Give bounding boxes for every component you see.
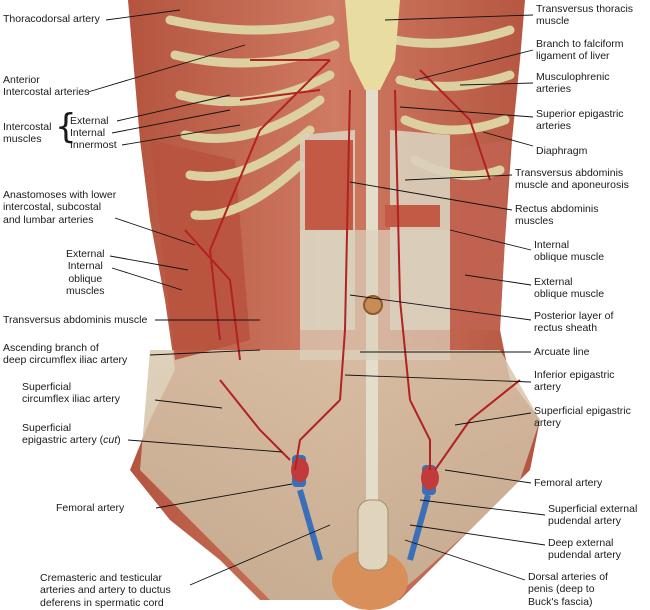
label-intercostal-muscles: Intercostal muscles: [3, 121, 52, 146]
label-rectus-abdominis: Rectus abdominis muscles: [515, 203, 599, 228]
label-musculophrenic: Musculophrenic arteries: [536, 71, 610, 96]
label-anastomoses: Anastomoses with lower intercostal, subc…: [3, 189, 117, 226]
left-oblique: [150, 140, 250, 360]
label-dorsal-arteries-penis: Dorsal arteries of penis (deep to Buck's…: [528, 571, 608, 608]
label-internal-oblique: Internal oblique muscle: [534, 239, 605, 264]
femoral-left-red: [291, 458, 309, 482]
spermatic-cord-left: [297, 489, 323, 561]
leader-lines: [87, 9, 546, 586]
label-inferior-epigastric: Inferior epigastric artery: [534, 369, 615, 394]
label-transversus-aponeurosis: Transversus abdominis muscle and aponeur…: [515, 167, 629, 192]
label-arcuate-line: Arcuate line: [534, 346, 590, 358]
ribs: [165, 15, 515, 220]
aponeurosis: [300, 230, 450, 360]
arteries: [184, 59, 521, 471]
label-superficial-circumflex: Superficial circumflex iliac artery: [22, 381, 121, 406]
label-diaphragm: Diaphragm: [536, 145, 588, 157]
label-oblique-muscles: External Internal oblique muscles: [66, 248, 105, 298]
label-transversus-thoracis: Transversus thoracis muscle: [536, 3, 634, 28]
sternum: [345, 0, 400, 90]
rectus-block-right: [385, 205, 440, 227]
scrotum: [332, 550, 408, 610]
label-femoral-artery-left: Femoral artery: [56, 502, 125, 514]
right-oblique: [440, 140, 510, 330]
label-superficial-epigastric: Superficial epigastric artery: [534, 405, 631, 430]
femoral-right-red: [421, 466, 439, 490]
label-anterior-intercostal-arteries: Anterior Intercostal arteries: [3, 74, 90, 99]
label-superior-epigastric: Superior epigastric arteries: [536, 108, 624, 133]
label-intercostal-external: External: [70, 115, 109, 127]
label-posterior-rectus-sheath: Posterior layer of rectus sheath: [534, 310, 614, 335]
label-intercostal-innermost: Innermost: [70, 139, 117, 151]
label-falciform-branch: Branch to falciform ligament of liver: [536, 38, 624, 63]
label-cremasteric: Cremasteric and testicular arteries and …: [40, 572, 171, 609]
label-deep-external-pudendal: Deep external pudendal artery: [548, 537, 621, 562]
label-ascending-branch: Ascending branch of deep circumflex ilia…: [3, 342, 128, 367]
label-superficial-epigastric-cut: Superficial epigastric artery (cut): [22, 422, 121, 447]
label-external-oblique: External oblique muscle: [534, 276, 605, 301]
pelvic-region: [140, 350, 540, 600]
label-femoral-artery-right: Femoral artery: [534, 477, 603, 489]
rectus-block-left: [305, 140, 353, 230]
label-superficial-external-pudendal: Superficial external pudendal artery: [548, 503, 638, 528]
intercostal-brace: {: [55, 107, 77, 147]
penis: [357, 499, 389, 571]
umbilicus: [363, 295, 383, 315]
label-transversus-abdominis-left: Transversus abdominis muscle: [3, 314, 148, 326]
label-intercostal-internal: Internal: [70, 127, 106, 139]
label-thoracodorsal-artery: Thoracodorsal artery: [3, 13, 100, 25]
spermatic-cord-right: [407, 494, 431, 561]
